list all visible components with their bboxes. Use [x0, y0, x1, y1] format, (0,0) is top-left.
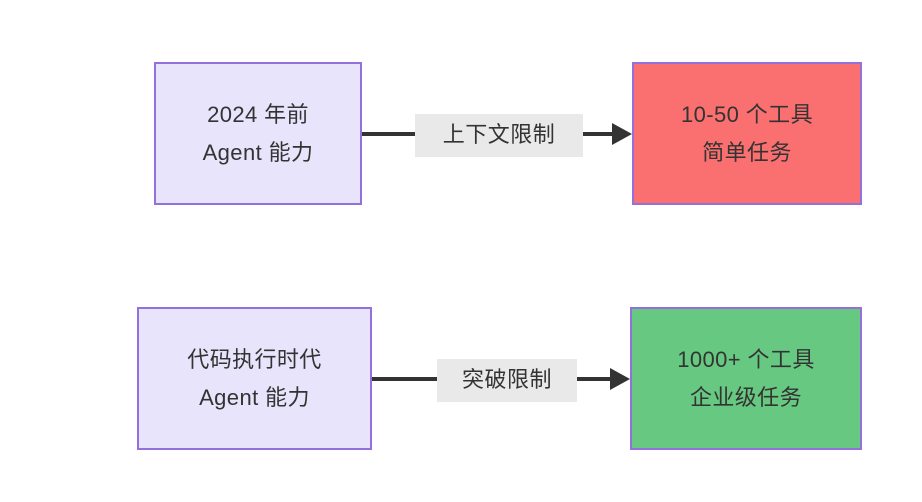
node-before-2024-agent-capability[interactable]: 2024 年前 Agent 能力: [154, 62, 362, 205]
node-code-execution-era-agent-capability[interactable]: 代码执行时代 Agent 能力: [137, 307, 372, 450]
node-label-line2: Agent 能力: [202, 139, 314, 165]
node-label-line1: 代码执行时代: [187, 346, 322, 372]
node-enterprise-tasks[interactable]: 1000+ 个工具 企业级任务: [630, 307, 862, 450]
arrow-right-icon: [612, 123, 632, 145]
node-label-line1: 1000+ 个工具: [677, 346, 815, 372]
node-label-line2: 简单任务: [702, 139, 792, 165]
node-label-line1: 2024 年前: [207, 101, 309, 127]
arrow-right-icon: [610, 368, 630, 390]
node-simple-tasks[interactable]: 10-50 个工具 简单任务: [632, 62, 862, 205]
node-label-line2: 企业级任务: [689, 384, 802, 410]
edge-label-break-limit: 突破限制: [437, 359, 577, 402]
node-label-line1: 10-50 个工具: [681, 101, 813, 127]
edge-label-context-limit: 上下文限制: [415, 114, 583, 157]
node-label-line2: Agent 能力: [199, 384, 310, 410]
